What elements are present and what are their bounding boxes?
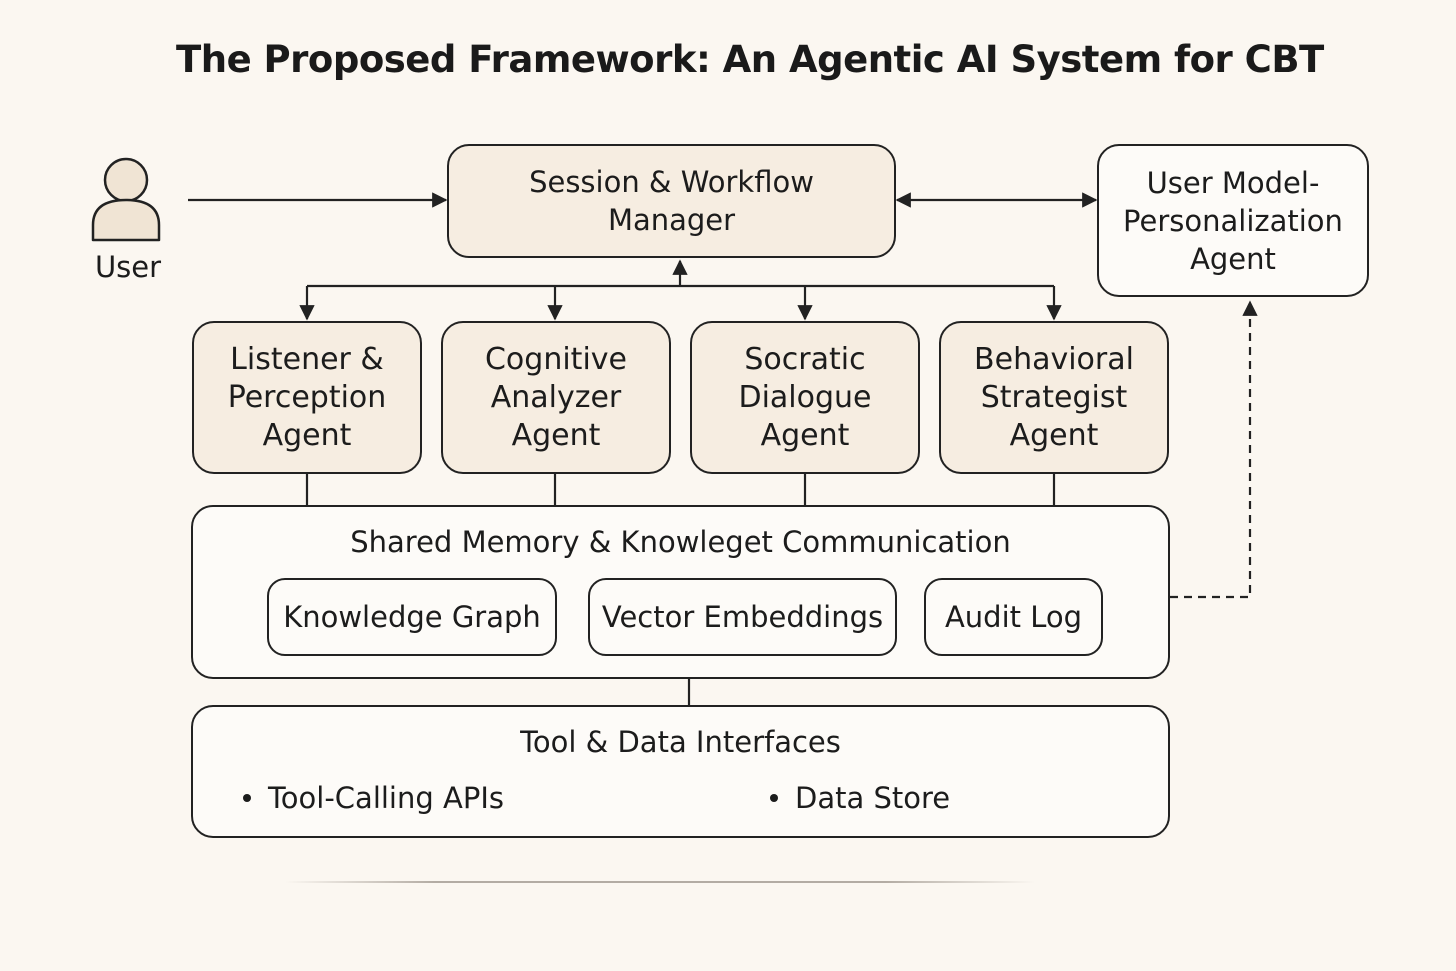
decorative-divider bbox=[285, 881, 1035, 883]
bullet-dot-icon bbox=[243, 794, 251, 802]
cognitive-analyzer-agent-label: Cognitive Analyzer Agent bbox=[484, 341, 627, 453]
interface-item-data-store: Data Store bbox=[770, 781, 950, 815]
interface-item-tool-calling-apis: Tool-Calling APIs bbox=[243, 781, 504, 815]
cognitive-analyzer-agent-box: Cognitive Analyzer Agent bbox=[441, 321, 671, 474]
tool-data-interfaces-panel: Tool & Data Interfaces Tool-Calling APIs… bbox=[191, 705, 1170, 838]
listener-perception-agent-box: Listener & Perception Agent bbox=[192, 321, 422, 474]
tool-data-interfaces-title: Tool & Data Interfaces bbox=[520, 725, 841, 759]
memory-to-user-model-dashed-arrow bbox=[1170, 300, 1258, 599]
user-model-personalization-agent-box: User Model- Personalization Agent bbox=[1097, 144, 1369, 297]
diagram-title: The Proposed Framework: An Agentic AI Sy… bbox=[176, 38, 1324, 81]
listener-perception-agent-label: Listener & Perception Agent bbox=[227, 341, 387, 453]
interface-item-label: Tool-Calling APIs bbox=[268, 781, 504, 815]
bullet-dot-icon bbox=[770, 794, 778, 802]
socratic-dialogue-agent-label: Socratic Dialogue Agent bbox=[738, 341, 872, 453]
audit-log-pill: Audit Log bbox=[924, 578, 1103, 656]
session-workflow-manager-box: Session & Workflow Manager bbox=[447, 144, 896, 258]
shared-memory-panel: Shared Memory & Knowleget Communication … bbox=[191, 505, 1170, 679]
vector-embeddings-pill: Vector Embeddings bbox=[588, 578, 897, 656]
behavioral-strategist-agent-box: Behavioral Strategist Agent bbox=[939, 321, 1169, 474]
behavioral-strategist-agent-label: Behavioral Strategist Agent bbox=[974, 341, 1134, 453]
user-label: User bbox=[94, 250, 162, 284]
session-workflow-manager-label: Session & Workflow Manager bbox=[529, 165, 814, 237]
user-person-icon bbox=[91, 157, 161, 242]
user-model-personalization-agent-label: User Model- Personalization Agent bbox=[1123, 165, 1343, 276]
interface-item-label: Data Store bbox=[795, 781, 951, 815]
shared-memory-title: Shared Memory & Knowleget Communication bbox=[350, 525, 1011, 559]
socratic-dialogue-agent-box: Socratic Dialogue Agent bbox=[690, 321, 920, 474]
knowledge-graph-pill: Knowledge Graph bbox=[267, 578, 557, 656]
